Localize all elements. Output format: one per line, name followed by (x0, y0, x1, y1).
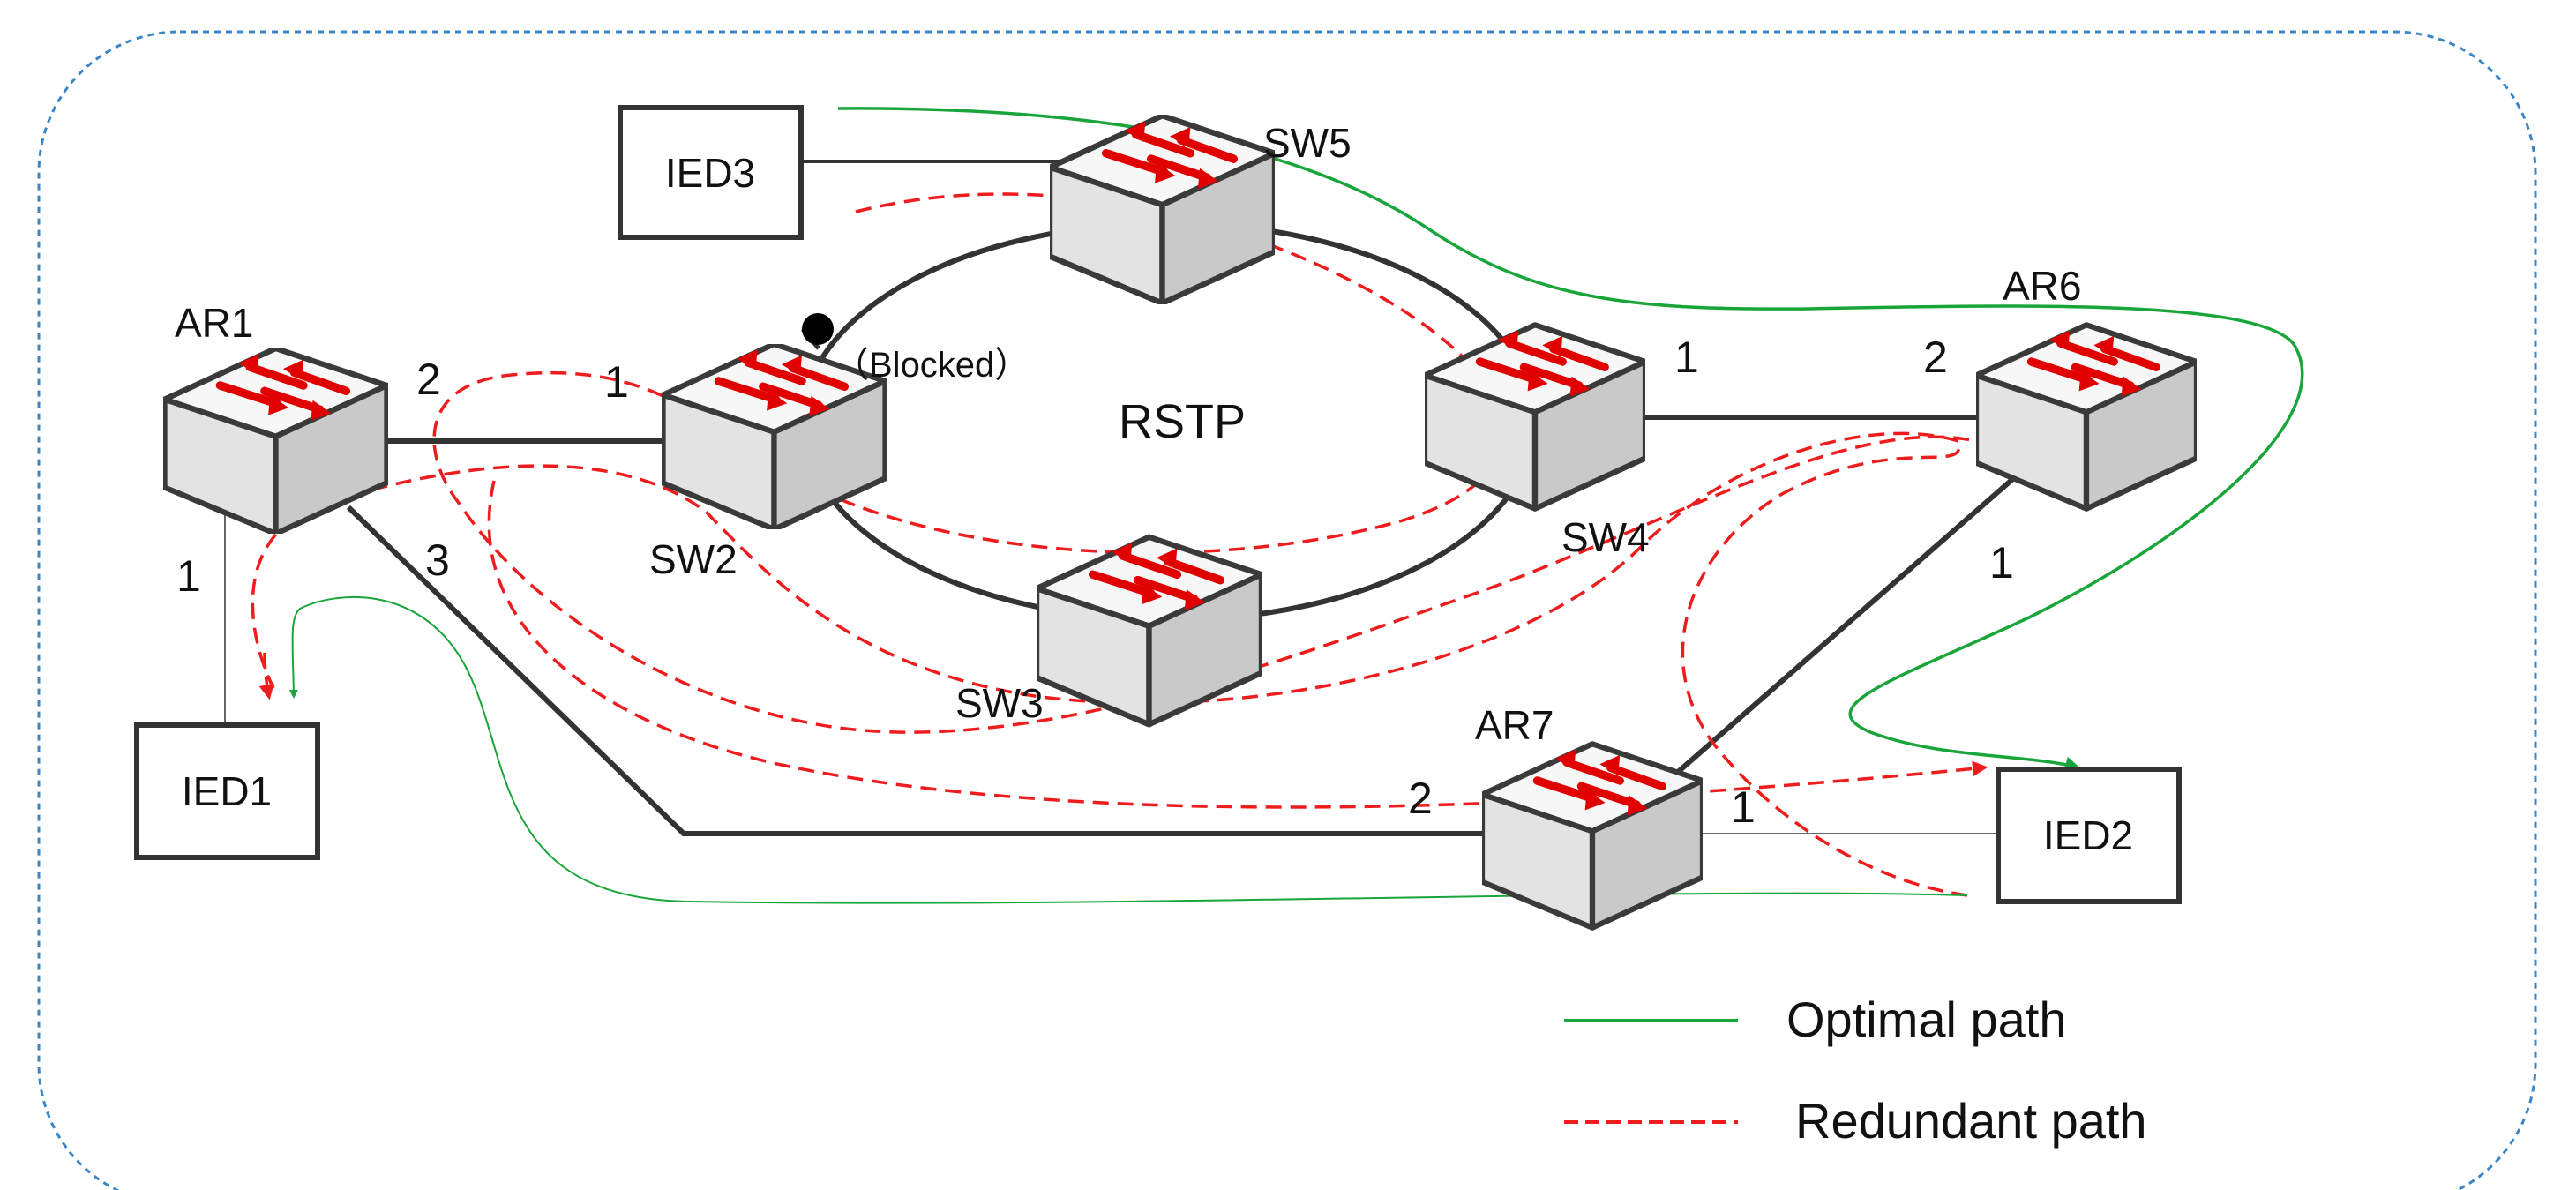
ied2-box: IED2 (1996, 767, 2182, 904)
port-ar6-sw4: 2 (1923, 333, 1948, 382)
ied3-label: IED3 (665, 150, 755, 196)
rstp-label: RSTP (1119, 395, 1246, 448)
physical-links (224, 160, 2018, 836)
redundant-path-ied2-ied1 (251, 431, 1968, 897)
legend-optimal-label: Optimal path (1786, 992, 2067, 1047)
ied3-box: IED3 (618, 105, 804, 240)
switch-ar1 (165, 348, 387, 534)
blocked-label: （Blocked） (834, 346, 1030, 385)
switch-sw4 (1425, 325, 1645, 508)
port-ar1-ar7: 3 (425, 535, 450, 585)
redundant-arrow-ied1 (258, 652, 274, 700)
link-ar1-ar7 (346, 505, 1482, 836)
link-ar6-ar7 (1661, 474, 2018, 788)
switch-ar7 (1482, 744, 1703, 927)
label-sw5: SW5 (1263, 120, 1352, 166)
redundant-paths (251, 192, 1988, 897)
port-ar7-ied2: 1 (1731, 782, 1756, 832)
switch-sw3 (1037, 537, 1262, 725)
redundant-path-to-ied2 (487, 480, 1988, 809)
port-ar1-ied1: 1 (176, 551, 201, 601)
label-ar7: AR7 (1475, 702, 1554, 748)
ied2-label: IED2 (2043, 812, 2133, 858)
legend: Optimal path Redundant path (1564, 992, 2147, 1149)
switch-sw5 (1050, 116, 1275, 303)
optimal-path-ied3-ied2 (837, 107, 2304, 772)
port-ar7-ar1: 2 (1408, 774, 1433, 823)
legend-redundant-label: Redundant path (1795, 1093, 2147, 1149)
port-sw4-ar6: 1 (1674, 333, 1699, 382)
port-ar1-sw2: 2 (416, 355, 441, 404)
label-sw3: SW3 (955, 680, 1044, 726)
ied1-label: IED1 (182, 768, 272, 814)
label-sw2: SW2 (649, 536, 738, 582)
port-ar6-ar7: 1 (1989, 538, 2014, 588)
blocked-port-dot (802, 313, 834, 345)
port-sw2-ar1: 1 (604, 357, 629, 407)
label-ar1: AR1 (175, 300, 253, 346)
ied1-box: IED1 (134, 722, 320, 860)
label-ar6: AR6 (2003, 263, 2081, 309)
label-sw4: SW4 (1561, 514, 1650, 560)
diagram-frame (37, 30, 2537, 1190)
